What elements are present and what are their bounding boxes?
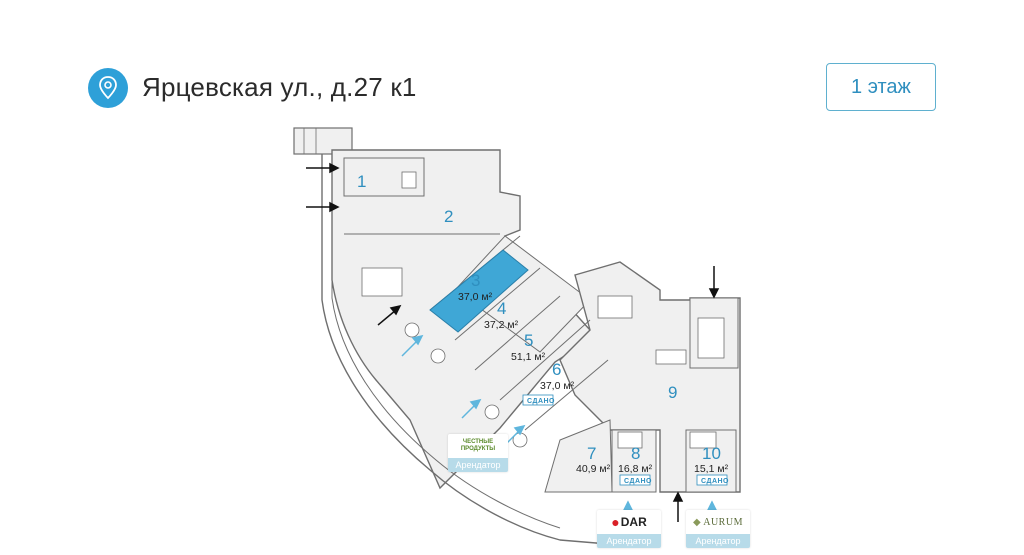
svg-text:4: 4 [497, 299, 506, 318]
room-2-label[interactable]: 2 [444, 207, 453, 226]
svg-text:37,2 м²: 37,2 м² [484, 319, 519, 331]
floor-selector-button[interactable]: 1 этаж [826, 63, 936, 111]
entrance-arrows [306, 162, 720, 522]
svg-text:9: 9 [668, 383, 677, 402]
room-10-status-badge: СДАНО [701, 478, 729, 485]
tenant-entrance-arrows [401, 334, 718, 511]
dar-logo-icon: ● [611, 514, 620, 530]
room-10-label[interactable]: 10 15,1 м² СДАНО [694, 444, 729, 486]
svg-text:37,0 м²: 37,0 м² [458, 291, 493, 303]
tenant-label: Арендатор [597, 534, 661, 548]
room-1-label[interactable]: 1 [357, 172, 366, 191]
tenant-label: Арендатор [686, 534, 750, 548]
svg-text:37,0 м²: 37,0 м² [540, 380, 575, 392]
svg-text:8: 8 [631, 444, 640, 463]
aurum-logo: AURUM [703, 516, 743, 528]
svg-text:5: 5 [524, 331, 533, 350]
page-title: Ярцевская ул., д.27 к1 [142, 72, 417, 102]
room-3-label[interactable]: 3 37,0 м² [458, 271, 493, 303]
tenant-aurum[interactable]: ◆ AURUM Арендатор [686, 510, 750, 548]
svg-text:40,9 м²: 40,9 м² [576, 463, 611, 475]
aurum-logo-icon: ◆ [693, 516, 702, 528]
room-8-status-badge: СДАНО [624, 478, 652, 485]
tenant-label: Арендатор [448, 458, 508, 472]
svg-text:16,8 м²: 16,8 м² [618, 463, 653, 475]
svg-text:1: 1 [357, 172, 366, 191]
svg-text:6: 6 [552, 360, 561, 379]
tenant-dar[interactable]: ● DAR Арендатор [597, 510, 661, 548]
dar-logo: DAR [620, 515, 647, 529]
room-4-label[interactable]: 4 37,2 м² [484, 299, 519, 331]
room-6-status-badge: СДАНО [527, 398, 555, 405]
room-9-label[interactable]: 9 [668, 383, 677, 402]
tenant-chestnye-produkty[interactable]: ЧЕСТНЫЕ ПРОДУКТЫ Арендатор [448, 434, 508, 472]
svg-text:15,1 м²: 15,1 м² [694, 463, 729, 475]
svg-text:7: 7 [587, 444, 596, 463]
svg-text:10: 10 [702, 444, 721, 463]
room-7-label[interactable]: 7 40,9 м² [576, 444, 611, 475]
svg-text:3: 3 [471, 271, 480, 290]
svg-text:51,1 м²: 51,1 м² [511, 351, 546, 363]
room-5-label[interactable]: 5 51,1 м² [511, 331, 546, 363]
svg-text:2: 2 [444, 207, 453, 226]
location-pin-icon [88, 68, 128, 108]
room-6-label[interactable]: 6 37,0 м² СДАНО [522, 360, 575, 406]
room-3-highlight[interactable] [429, 249, 529, 333]
chestnye-produkty-logo: ЧЕСТНЫЕ ПРОДУКТЫ [448, 434, 508, 458]
room-8-label[interactable]: 8 16,8 м² СДАНО [618, 444, 653, 486]
